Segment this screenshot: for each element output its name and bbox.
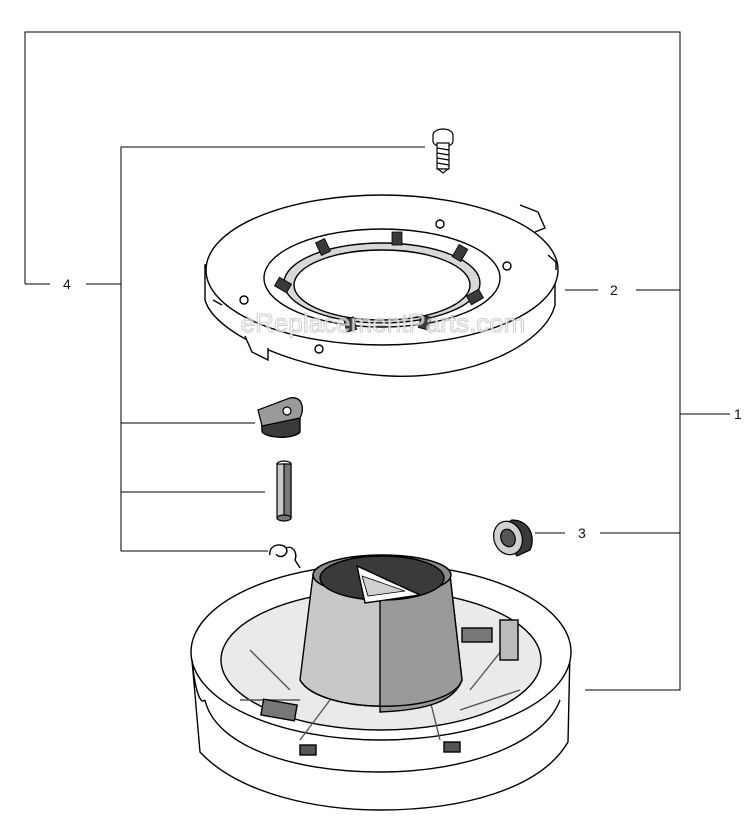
leader-lines (24, 31, 730, 691)
leader-item-1-bracket (24, 31, 681, 691)
callout-item-1: 1 (734, 406, 742, 422)
screw-part (432, 128, 454, 174)
bushing-part (493, 519, 533, 557)
callout-item-3: 3 (578, 525, 586, 541)
pin-part (276, 460, 292, 522)
callout-item-4: 4 (63, 276, 71, 292)
spring-clip-part (269, 544, 301, 569)
cover-ring-part (204, 194, 559, 377)
spool-housing-part (190, 554, 572, 811)
leader-item-4-bracket (120, 146, 425, 552)
cam-latch-part (257, 397, 303, 438)
watermark-text: eReplacementParts.com (241, 308, 526, 338)
callout-item-2: 2 (610, 282, 618, 298)
